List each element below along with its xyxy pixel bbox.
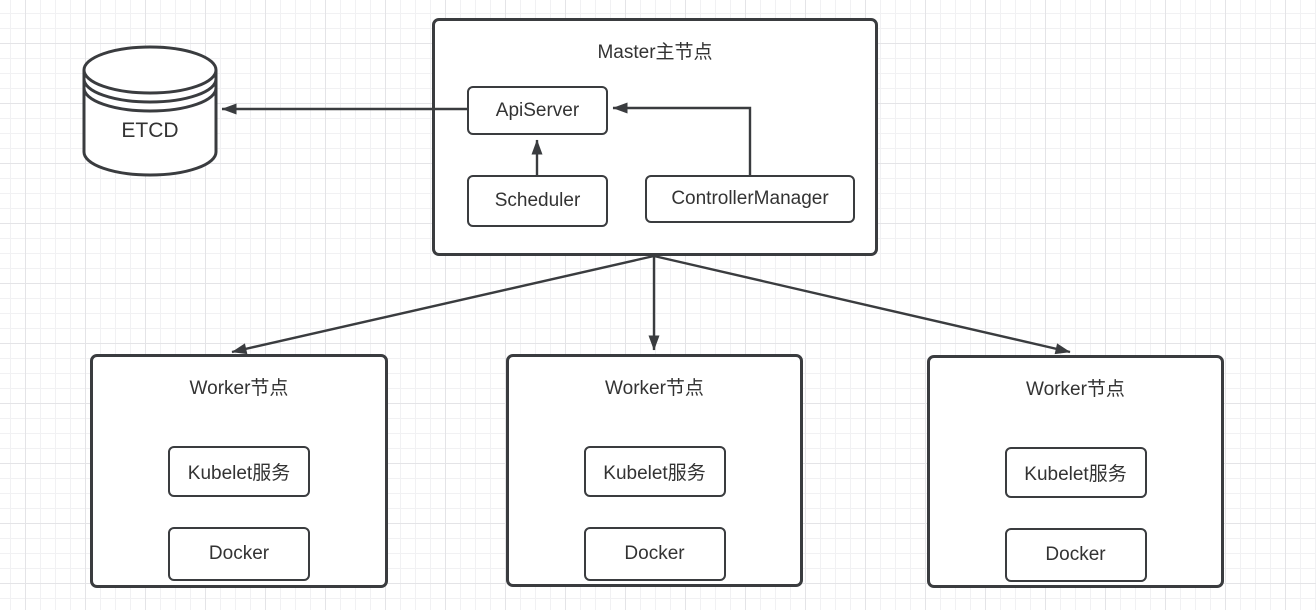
kubelet-label: Kubelet服务 [603,463,706,484]
edge-master-to-worker-right [653,254,1071,355]
worker-node-title: Worker节点 [1026,379,1125,400]
master-node-title: Master主节点 [597,42,713,63]
edge-master-to-worker-left [231,254,655,355]
kubelet-box: Kubelet服务 [1004,447,1147,498]
controller-manager-label: ControllerManager [671,188,829,209]
docker-box: Docker [583,527,726,581]
docker-label: Docker [624,543,685,564]
etcd-database-shape [82,45,218,177]
docker-label: Docker [1045,544,1106,565]
worker-node-title: Worker节点 [189,378,289,399]
scheduler-box: Scheduler [467,175,608,227]
cylinder-rim-3 [82,87,218,113]
kubelet-label: Kubelet服务 [1024,464,1127,485]
worker-node-title: Worker节点 [605,378,704,399]
cylinder-rim-1 [82,69,218,95]
worker-node-group-right: Worker节点 Kubelet服务 Docker [927,355,1224,588]
master-node-group: Master主节点 ApiServer Scheduler Controller… [432,18,878,256]
worker-node-group-left: Worker节点 Kubelet服务 Docker [90,354,388,588]
kubelet-label: Kubelet服务 [187,463,291,484]
kubelet-box: Kubelet服务 [168,446,310,497]
cylinder-body [82,45,218,177]
etcd-label: ETCD [121,119,179,142]
docker-box: Docker [168,527,310,581]
apiserver-label: ApiServer [495,99,580,121]
worker-node-group-middle: Worker节点 Kubelet服务 Docker [506,354,803,587]
scheduler-label: Scheduler [494,190,581,211]
docker-label: Docker [208,543,270,564]
kubelet-box: Kubelet服务 [583,446,726,497]
docker-box: Docker [1004,528,1147,582]
controller-manager-box: ControllerManager [645,175,855,223]
apiserver-box: ApiServer [467,86,608,135]
cylinder-rim-2 [82,78,218,104]
